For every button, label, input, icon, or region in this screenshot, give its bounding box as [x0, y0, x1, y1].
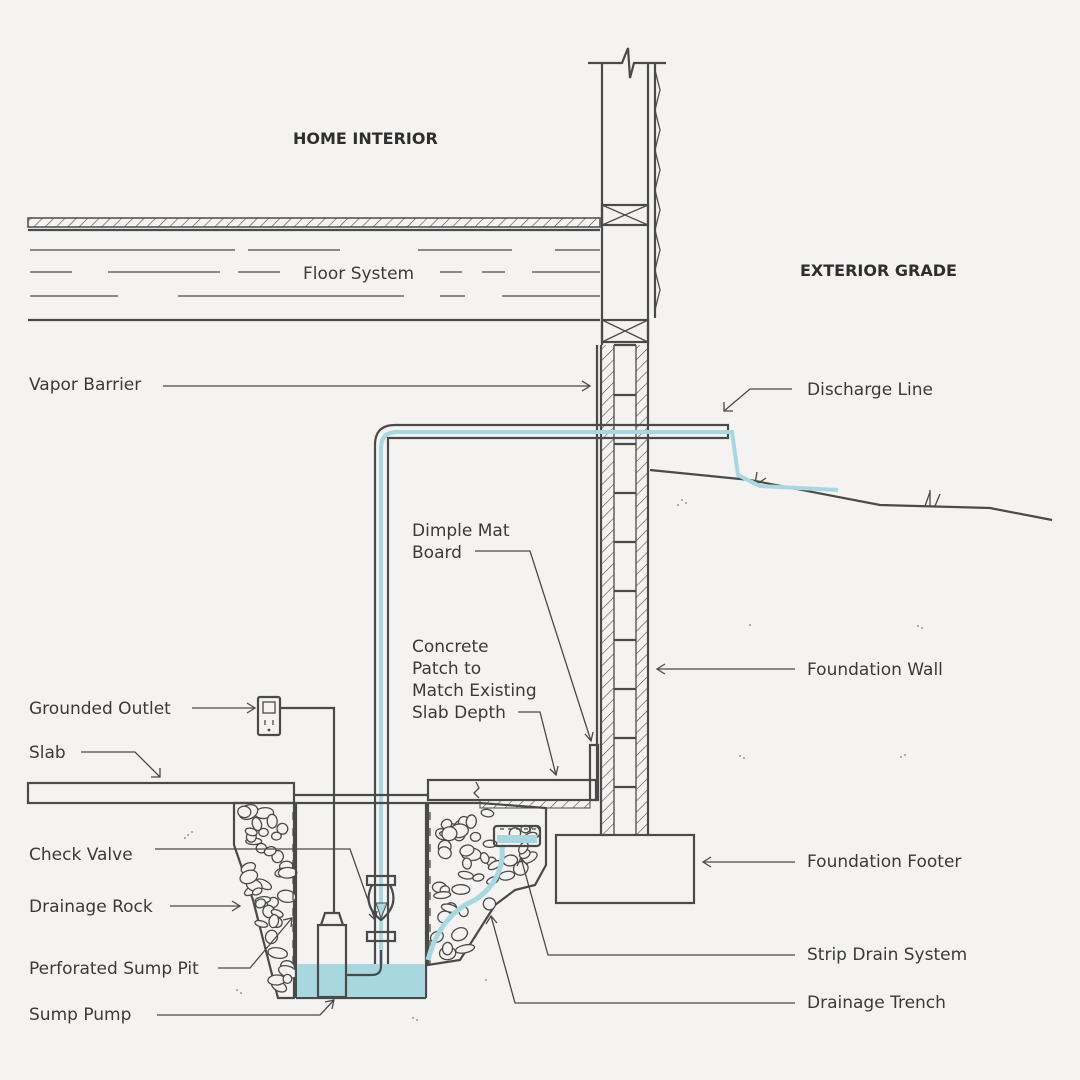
drainage-trench: [425, 801, 548, 967]
perforated-sump-pit: [292, 803, 431, 1000]
discharge-line-pipe: [373, 423, 839, 985]
soil-speckles: [184, 499, 923, 1021]
foundation-footer: [554, 833, 696, 905]
leader-lines: [81, 380, 795, 1016]
home-interior-header: HOME INTERIOR: [293, 129, 438, 148]
perforated-sump-pit-label: Perforated Sump Pit: [29, 959, 199, 979]
vapor-barrier-label: Vapor Barrier: [29, 375, 141, 395]
slab: [26, 743, 600, 809]
drainage-rock-left: [232, 801, 299, 1000]
foundation-wall-label: Foundation Wall: [807, 660, 943, 680]
slab-label: Slab: [29, 743, 66, 763]
foundation-wall-blocks: [599, 343, 650, 835]
exterior-grade-line: [649, 468, 1053, 522]
concrete-patch-label-line1: Concrete: [412, 637, 489, 657]
check-valve: [365, 874, 397, 943]
dimple-mat-label-line1: Dimple Mat: [412, 521, 510, 541]
floor-system-label: Floor System: [303, 264, 414, 284]
sump-pump-label: Sump Pump: [29, 1005, 131, 1025]
grounded-outlet-label: Grounded Outlet: [29, 699, 171, 719]
floor-system: [27, 217, 601, 322]
discharge-line-label: Discharge Line: [807, 380, 933, 400]
concrete-patch-label-line2: Patch to: [412, 659, 481, 679]
dimple-mat-label-line2: Board: [412, 543, 462, 563]
drainage-rock-label: Drainage Rock: [29, 897, 153, 917]
foundation-footer-label: Foundation Footer: [807, 852, 961, 872]
grounded-outlet: [256, 695, 336, 912]
strip-drain-system-label: Strip Drain System: [807, 945, 967, 965]
exterior-grade-header: EXTERIOR GRADE: [800, 261, 957, 280]
check-valve-label: Check Valve: [29, 845, 133, 865]
concrete-patch-label-line3: Match Existing: [412, 681, 537, 701]
sump-pump: [316, 911, 383, 999]
drainage-trench-label: Drainage Trench: [807, 993, 946, 1013]
concrete-patch-label-line4: Slab Depth: [412, 703, 506, 723]
upper-wall: [588, 47, 666, 345]
strip-drain-system: [492, 824, 542, 848]
